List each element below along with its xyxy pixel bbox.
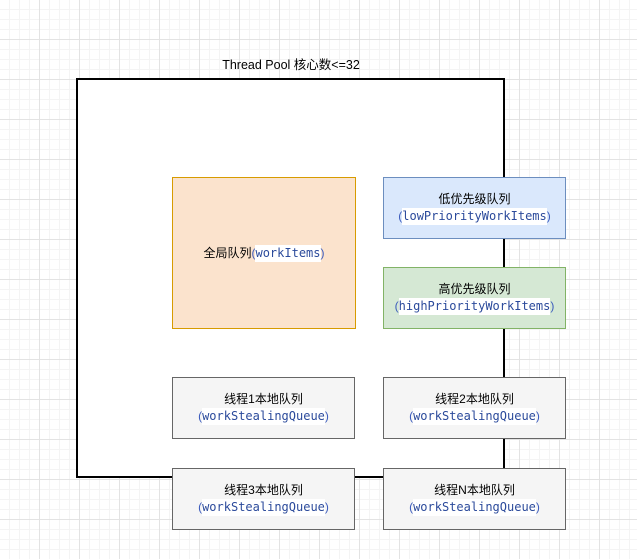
local-queue-code-row-2: (workStealingQueue) bbox=[409, 408, 540, 425]
global-queue-code: workItems bbox=[255, 244, 321, 262]
high-priority-queue-code: highPriorityWorkItems bbox=[398, 298, 551, 315]
local-queue-open-paren-3: ( bbox=[198, 500, 203, 514]
local-queue-code-1: workStealingQueue bbox=[202, 408, 325, 425]
high-priority-close-paren: ) bbox=[550, 299, 555, 313]
low-priority-queue-code: lowPriorityWorkItems bbox=[402, 208, 547, 225]
low-priority-queue-label: 低优先级队列 bbox=[438, 192, 511, 206]
local-queue-open-paren-1: ( bbox=[198, 409, 203, 423]
local-queue-close-paren-3: ) bbox=[324, 500, 329, 514]
local-queue-open-paren-2: ( bbox=[409, 409, 414, 423]
thread-pool-container: 全局队列(workItems) 低优先级队列 (lowPriorityWorkI… bbox=[76, 78, 566, 530]
local-queue-code-3: workStealingQueue bbox=[202, 499, 325, 516]
local-queue-close-paren-2: ) bbox=[535, 409, 540, 423]
local-queue-open-paren-n: ( bbox=[409, 500, 414, 514]
local-queue-code-n: workStealingQueue bbox=[413, 499, 536, 516]
local-queue-close-paren-1: ) bbox=[324, 409, 329, 423]
high-priority-queue-box[interactable]: 高优先级队列 (highPriorityWorkItems) bbox=[383, 267, 566, 329]
global-queue-open-paren: ( bbox=[251, 245, 256, 260]
local-queue-box-3[interactable]: 线程3本地队列 (workStealingQueue) bbox=[172, 468, 355, 530]
local-queue-label-3: 线程3本地队列 bbox=[224, 483, 303, 497]
high-priority-open-paren: ( bbox=[394, 299, 399, 313]
high-priority-queue-label: 高优先级队列 bbox=[438, 282, 511, 296]
local-queue-label-n: 线程N本地队列 bbox=[434, 483, 515, 497]
local-queue-close-paren-n: ) bbox=[535, 500, 540, 514]
local-queue-label-2: 线程2本地队列 bbox=[435, 392, 514, 406]
global-queue-close-paren: ) bbox=[320, 245, 325, 260]
low-priority-close-paren: ) bbox=[546, 209, 551, 223]
low-priority-queue-code-row: (lowPriorityWorkItems) bbox=[398, 208, 551, 225]
local-queue-code-2: workStealingQueue bbox=[413, 408, 536, 425]
local-queue-code-row-1: (workStealingQueue) bbox=[198, 408, 329, 425]
global-queue-box[interactable]: 全局队列(workItems) bbox=[172, 177, 356, 329]
low-priority-queue-box[interactable]: 低优先级队列 (lowPriorityWorkItems) bbox=[383, 177, 566, 239]
global-queue-label: 全局队列 bbox=[203, 245, 252, 260]
local-queue-code-row-3: (workStealingQueue) bbox=[198, 499, 329, 516]
local-queue-box-2[interactable]: 线程2本地队列 (workStealingQueue) bbox=[383, 377, 566, 439]
low-priority-open-paren: ( bbox=[398, 209, 403, 223]
global-queue-text: 全局队列(workItems) bbox=[203, 244, 325, 262]
local-queue-box-1[interactable]: 线程1本地队列 (workStealingQueue) bbox=[172, 377, 355, 439]
local-queue-label-1: 线程1本地队列 bbox=[224, 392, 303, 406]
local-queue-code-row-n: (workStealingQueue) bbox=[409, 499, 540, 516]
high-priority-queue-code-row: (highPriorityWorkItems) bbox=[394, 298, 555, 315]
diagram-title: Thread Pool 核心数<=32 bbox=[222, 58, 360, 72]
local-queue-box-n[interactable]: 线程N本地队列 (workStealingQueue) bbox=[383, 468, 566, 530]
